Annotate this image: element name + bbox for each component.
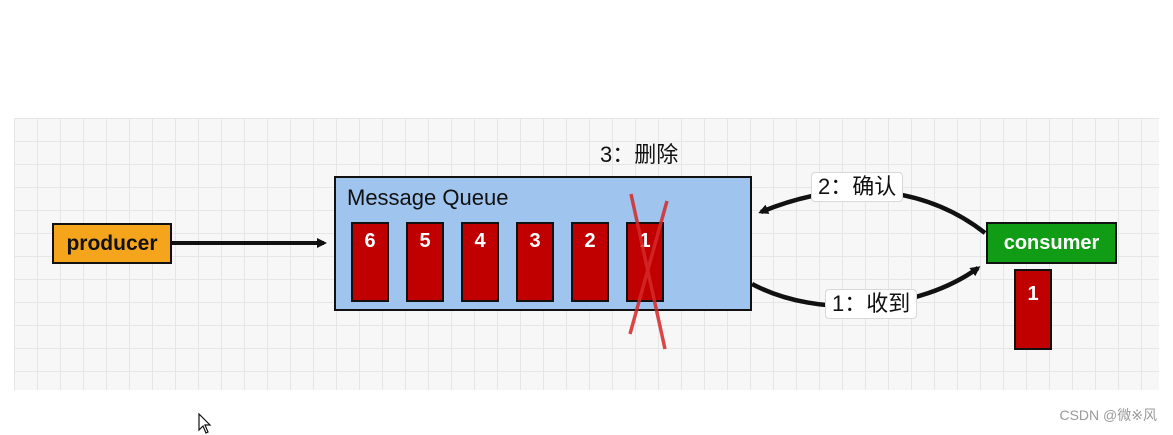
message-queue: Message Queue 6 5 4 3 2 1: [334, 176, 752, 311]
delete-cross: [628, 193, 669, 350]
producer-label: producer: [66, 231, 158, 255]
queue-message: 6: [351, 222, 389, 302]
consumer-received-message: 1: [1014, 269, 1052, 350]
consumer-label: consumer: [1003, 231, 1100, 254]
queue-message: 4: [461, 222, 499, 302]
step-ack-label: 2：确认: [811, 172, 904, 202]
mouse-pointer-icon: [198, 413, 212, 434]
queue-message: 5: [406, 222, 444, 302]
step-delete-label: 3：删除: [600, 142, 679, 167]
watermark: CSDN @微※风: [1059, 407, 1157, 423]
consumer-node: consumer: [986, 222, 1117, 264]
queue-title: Message Queue: [347, 185, 509, 210]
producer-node: producer: [52, 223, 172, 264]
queue-message: 2: [571, 222, 609, 302]
step-receive-label: 1：收到: [825, 289, 918, 319]
queue-message: 3: [516, 222, 554, 302]
